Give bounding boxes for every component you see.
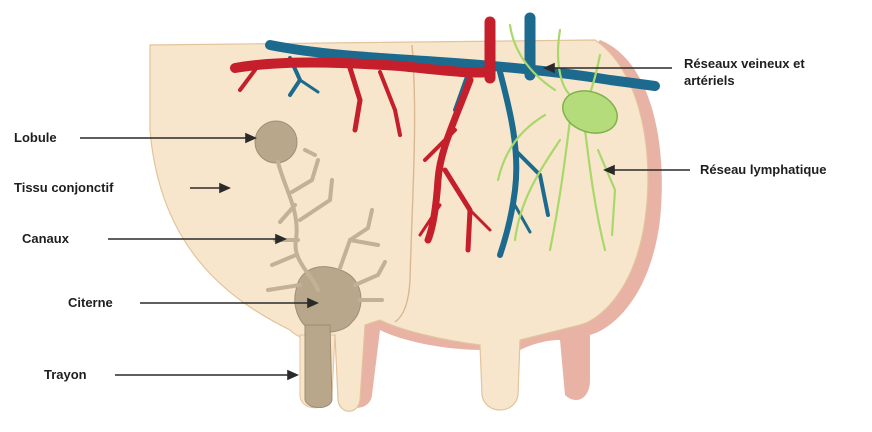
label-reseaux-line1: Réseaux veineux et [684,56,805,71]
label-reseau-lymphatique: Réseau lymphatique [700,161,826,178]
label-citerne: Citerne [68,294,113,311]
label-reseaux-veineux-arteriels: Réseaux veineux et artériels [684,55,854,89]
label-canaux: Canaux [22,230,69,247]
label-trayon: Trayon [44,366,87,383]
label-tissu-conjonctif: Tissu conjonctif [14,179,113,196]
label-reseaux-line2: artériels [684,73,735,88]
lobule-shape [255,121,297,163]
teat-canal-shape [305,325,332,408]
cistern-shape [295,267,361,333]
label-lobule: Lobule [14,129,57,146]
